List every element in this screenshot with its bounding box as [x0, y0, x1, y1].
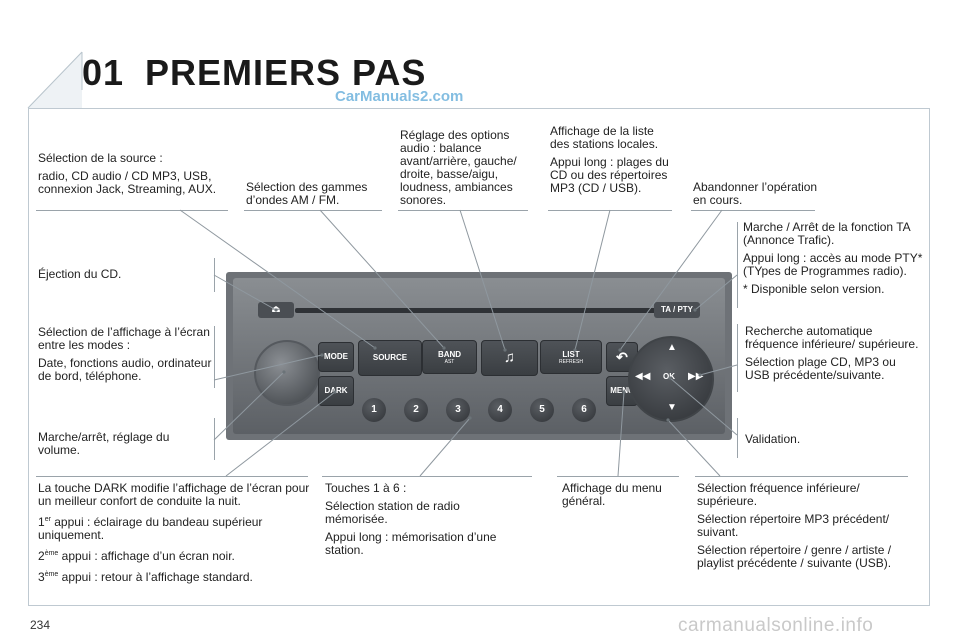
annotation-search-body: Sélection plage CD, MP3 ou USB précédent…	[745, 355, 896, 382]
underline	[244, 210, 382, 211]
preset-button-3[interactable]: 3	[446, 398, 470, 422]
back-arrow-icon: ↶	[616, 349, 628, 365]
header: 01 PREMIERS PAS CarManuals2.com	[0, 0, 960, 110]
ta-pty-button[interactable]: TA / PTY	[654, 302, 700, 318]
annotation-band-text: Sélection des gammes d’ondes AM / FM.	[246, 180, 368, 207]
annotation-list: Affichage de la liste des stations local…	[550, 125, 670, 200]
annotation-tapty-line1: Marche / Arrêt de la fonction TA (Annonc…	[743, 220, 910, 247]
list-label: LIST	[562, 350, 580, 359]
annotation-source-body: radio, CD audio / CD MP3, USB, connexion…	[38, 169, 217, 196]
dark-p1-sup: er	[44, 516, 51, 523]
annotation-tapty-line3: * Disponible selon version.	[743, 282, 885, 296]
annotation-power-text: Marche/arrêt, réglage du volume.	[38, 430, 170, 457]
preset-button-4[interactable]: 4	[488, 398, 512, 422]
annotation-tapty-line2: Appui long : accès au mode PTY* (TYpes d…	[743, 251, 923, 278]
source-button[interactable]: SOURCE	[358, 340, 422, 376]
annotation-abandon: Abandonner l’opération en cours.	[693, 181, 823, 212]
annotation-presets-p2: Appui long : mémorisation d’une station.	[325, 530, 497, 557]
band-sub-label: AST	[444, 359, 455, 365]
band-label: BAND	[437, 350, 462, 359]
fast-forward-icon: ▶▶	[688, 371, 704, 382]
annotation-list-title: Affichage de la liste des stations local…	[550, 124, 659, 151]
annotation-list-body: Appui long : plages du CD ou des réperto…	[550, 155, 669, 195]
rewind-icon: ◀◀	[635, 371, 651, 382]
annotation-menu-text: Affichage du menu général.	[562, 481, 662, 508]
dark-p3-num: 3	[38, 570, 45, 584]
annotation-audio: Réglage des options audio : balance avan…	[400, 129, 530, 212]
annotation-presets-p1: Sélection station de radio mémorisée.	[325, 499, 460, 526]
dark-p3-sup: ème	[44, 571, 59, 578]
annotation-eject-text: Éjection du CD.	[38, 267, 122, 281]
annotation-freq: Sélection fréquence inférieure/ supérieu…	[697, 482, 912, 575]
dark-p2-text: appui : affichage d’un écran noir.	[58, 549, 235, 563]
preset-button-5[interactable]: 5	[530, 398, 554, 422]
annotation-freq-p3: Sélection répertoire / genre / artiste /…	[697, 543, 892, 570]
side-line	[737, 324, 738, 392]
annotation-band: Sélection des gammes d’ondes AM / FM.	[246, 181, 381, 212]
preset-button-6[interactable]: 6	[572, 398, 596, 422]
annotation-dark-p2: 2ème appui : affichage d’un écran noir.	[38, 547, 310, 563]
annotation-source-title: Sélection de la source :	[38, 151, 163, 165]
annotation-mode-title: Sélection de l’affichage à l’écran entre…	[38, 325, 210, 352]
watermark-top: CarManuals2.com	[335, 88, 464, 105]
annotation-dark-p3: 3ème appui : retour à l’affichage standa…	[38, 568, 310, 584]
annotation-audio-text: Réglage des options audio : balance avan…	[400, 128, 517, 207]
music-note-icon: ♫	[503, 349, 516, 366]
annotation-eject: Éjection du CD.	[38, 268, 208, 286]
preset-button-2[interactable]: 2	[404, 398, 428, 422]
ok-button[interactable]: OK	[663, 372, 675, 381]
annotation-validation: Validation.	[745, 433, 865, 451]
annotation-mode-body: Date, fonctions audio, ordinateur de bor…	[38, 356, 212, 383]
annotation-abandon-text: Abandonner l’opération en cours.	[693, 180, 818, 207]
dark-p2-sup: ème	[44, 550, 59, 557]
annotation-presets-title: Touches 1 à 6 :	[325, 481, 407, 495]
annotation-freq-p2: Sélection répertoire MP3 précédent/ suiv…	[697, 512, 890, 539]
chapter-title: PREMIERS PAS	[145, 52, 427, 93]
list-sub-label: REFRESH	[559, 359, 583, 365]
page-number: 234	[30, 618, 51, 632]
mode-button[interactable]: MODE	[318, 342, 354, 372]
side-line	[737, 222, 738, 308]
dark-p1-num: 1	[38, 515, 45, 529]
volume-knob[interactable]	[254, 340, 320, 406]
underline	[36, 210, 228, 211]
overline	[36, 476, 308, 477]
annotation-search-title: Recherche automatique fréquence inférieu…	[745, 324, 919, 351]
underline	[691, 210, 815, 211]
chapter-number: 01	[82, 52, 125, 93]
side-line	[737, 418, 738, 458]
annotation-dark: La touche DARK modifie l’affichage de l’…	[38, 482, 310, 589]
dark-p1-text: appui : éclairage du bandeau supérieur u…	[38, 515, 263, 542]
down-arrow-icon: ▼	[667, 402, 677, 413]
dark-p3-text: appui : retour à l’affichage standard.	[58, 570, 253, 584]
side-line	[214, 326, 215, 388]
annotation-power: Marche/arrêt, réglage du volume.	[38, 431, 208, 462]
overline	[695, 476, 908, 477]
up-arrow-icon: ▲	[667, 342, 677, 353]
annotation-presets: Touches 1 à 6 : Sélection station de rad…	[325, 482, 525, 562]
overline	[322, 476, 532, 477]
content-frame	[28, 108, 930, 606]
annotation-mode: Sélection de l’affichage à l’écran entre…	[38, 326, 218, 388]
annotation-freq-p1: Sélection fréquence inférieure/ supérieu…	[697, 481, 860, 508]
annotation-menu: Affichage du menu général.	[562, 482, 677, 513]
annotation-dark-p1: 1er appui : éclairage du bandeau supérie…	[38, 513, 310, 542]
overline	[557, 476, 679, 477]
annotation-dark-title: La touche DARK modifie l’affichage de l’…	[38, 481, 310, 508]
underline	[398, 210, 528, 211]
header-decoration	[27, 51, 83, 109]
dark-p2-num: 2	[38, 549, 45, 563]
annotation-source: Sélection de la source : radio, CD audio…	[38, 152, 228, 201]
annotation-tapty: Marche / Arrêt de la fonction TA (Annonc…	[743, 221, 923, 301]
audio-settings-button[interactable]: ♫	[481, 340, 538, 376]
watermark-bottom: carmanualsonline.info	[678, 615, 874, 636]
annotation-validation-text: Validation.	[745, 432, 801, 446]
preset-button-1[interactable]: 1	[362, 398, 386, 422]
annotation-search: Recherche automatique fréquence inférieu…	[745, 325, 920, 387]
